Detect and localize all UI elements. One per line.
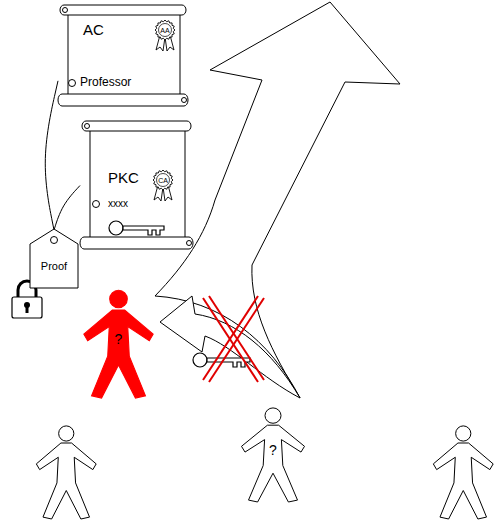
tag-outline (30, 229, 78, 288)
cross-line (203, 298, 258, 382)
certificate-title: PKC (108, 170, 139, 187)
big-arrow (155, 2, 400, 398)
scroll-roll (82, 121, 191, 131)
padlock-keyhole (26, 305, 29, 313)
seal-text: CA (158, 177, 168, 184)
proof-tag: Proof (28, 228, 80, 290)
person-figure (36, 426, 96, 519)
scroll-sheet (90, 127, 185, 238)
unknown-user: ? (80, 288, 157, 398)
public-key-certificate: PKC xxxx (80, 118, 195, 253)
key-ring (109, 221, 123, 235)
unknown-user: ? (238, 406, 308, 502)
tag-hole (51, 237, 58, 244)
attribute-value: Professor (80, 76, 131, 89)
certificate-title: AC (83, 22, 104, 39)
person-body (84, 310, 153, 398)
cross-line (209, 296, 264, 380)
revoke-arrow (160, 296, 300, 398)
seal-ring (159, 24, 172, 37)
question-mark: ? (269, 443, 277, 458)
string-ring (93, 201, 100, 208)
scroll-roll (58, 94, 188, 106)
scroll-sheet (68, 11, 180, 95)
tie-string (45, 81, 58, 230)
seal-text: AA (160, 27, 169, 34)
scroll-curl (182, 98, 187, 103)
string-ring (69, 80, 76, 87)
person-body (242, 425, 305, 502)
scroll-roll (60, 5, 186, 15)
key-blade (123, 226, 164, 235)
person-body (36, 443, 96, 519)
certificate-serial: xxxx (108, 198, 128, 209)
seal-rosette (155, 20, 175, 40)
cross-line (203, 296, 258, 380)
person-head (456, 426, 471, 441)
padlock-body (12, 297, 42, 318)
scroll-roll (80, 237, 193, 249)
cross-line (209, 298, 264, 382)
person-body (433, 443, 493, 519)
tag-text: Proof (41, 260, 67, 272)
tag-outline (28, 228, 80, 290)
key-ring (193, 353, 207, 367)
scroll-outline (58, 2, 190, 110)
person-figure (433, 426, 493, 519)
person-head (59, 426, 74, 441)
person-head (110, 290, 128, 308)
seal-ring (157, 174, 170, 187)
scroll-curl (63, 8, 68, 13)
scroll-curl (85, 124, 90, 129)
attribute-certificate: AC Professor (58, 2, 190, 110)
person-head (265, 408, 281, 423)
seal-rosette (153, 170, 173, 190)
question-mark: ? (115, 332, 123, 347)
tie-string (54, 186, 80, 231)
scroll-curl (187, 241, 192, 246)
cross-mark (203, 296, 264, 382)
